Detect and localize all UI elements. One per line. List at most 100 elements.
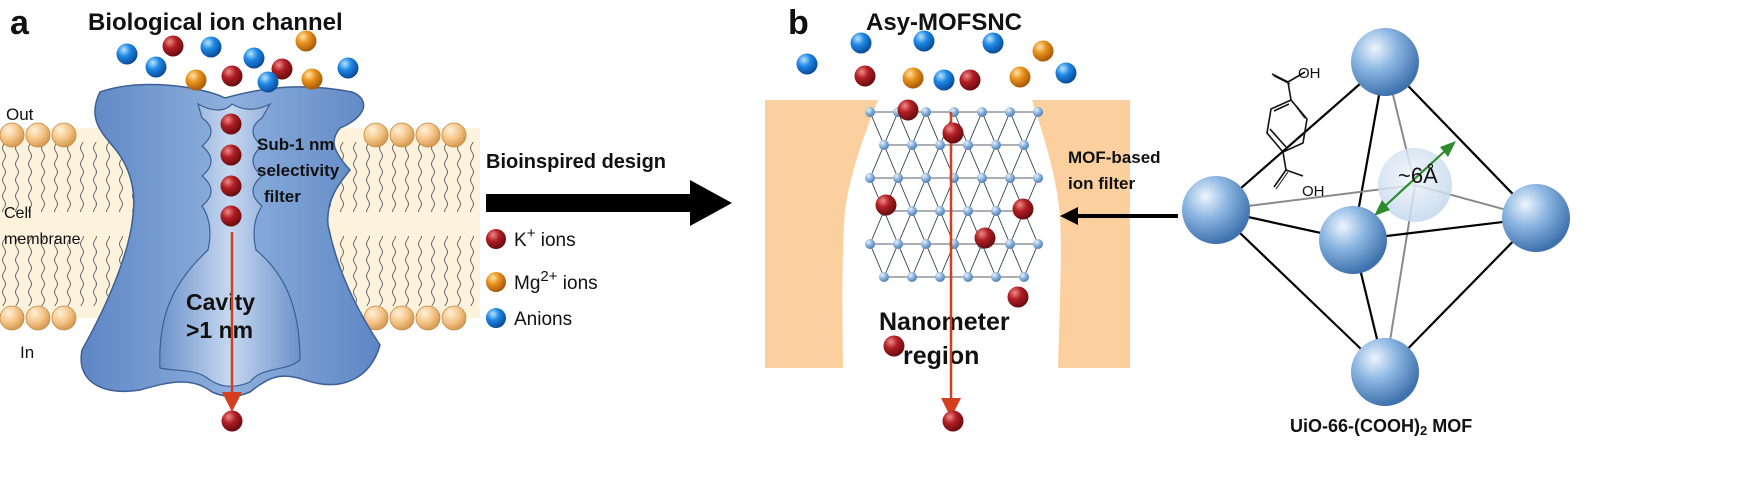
mof-node-left xyxy=(1182,176,1250,244)
mof-structure: ~6Å OH OH UiO-66-(COOH)2 MOF xyxy=(1182,28,1570,438)
lattice-bond xyxy=(981,177,997,212)
lattice-bond xyxy=(967,111,983,146)
k-ion-icon xyxy=(220,113,242,135)
lipid-head xyxy=(0,122,25,148)
lattice-bond xyxy=(869,243,885,278)
lattice-bond xyxy=(1023,111,1039,146)
lattice-node xyxy=(907,140,917,150)
lattice-node xyxy=(907,272,917,282)
lattice-bond xyxy=(911,144,927,179)
anion-icon xyxy=(850,32,872,54)
lattice-bond xyxy=(1009,111,1025,146)
center-section: Bioinspired design K+ ions Mg2+ ions Ani… xyxy=(486,151,732,330)
lipid-head xyxy=(25,305,51,331)
pore-sphere xyxy=(1378,148,1452,222)
lattice-node xyxy=(1033,239,1043,249)
k-ion-icon xyxy=(942,410,964,432)
in-label: In xyxy=(20,343,34,362)
k-ion-icon xyxy=(974,227,996,249)
anion-icon xyxy=(116,43,138,65)
pore-size-label: ~6Å xyxy=(1398,163,1438,188)
lattice-bond xyxy=(925,111,941,146)
lipid-head xyxy=(441,305,467,331)
lattice-node xyxy=(977,173,987,183)
lattice-bond xyxy=(953,177,969,212)
lattice-node xyxy=(907,206,917,216)
k-ion-icon xyxy=(220,205,242,227)
k-ion-icon xyxy=(271,58,293,80)
lattice-bond xyxy=(1023,144,1039,179)
lattice-node xyxy=(865,173,875,183)
k-ion-icon xyxy=(1012,198,1034,220)
membrane-heads-top xyxy=(0,122,467,148)
lattice-bond xyxy=(981,243,997,278)
lattice-node xyxy=(921,239,931,249)
filter-label-3: filter xyxy=(264,187,301,206)
lattice-bond xyxy=(995,144,1011,179)
mg-ion-icon xyxy=(185,69,207,91)
lattice-bond xyxy=(897,144,913,179)
lattice-bond xyxy=(953,243,969,278)
lattice-bond xyxy=(967,144,983,179)
cavity-label-1: Cavity xyxy=(186,289,255,315)
cavity-label-2: >1 nm xyxy=(186,317,253,343)
mof-filter-arrow xyxy=(1060,207,1178,225)
mof-lattice xyxy=(865,107,1043,282)
lattice-bond xyxy=(925,144,941,179)
mg-ion-icon xyxy=(301,68,323,90)
lattice-node xyxy=(935,272,945,282)
lattice-bond xyxy=(911,177,927,212)
lattice-node xyxy=(1033,173,1043,183)
lattice-bond xyxy=(995,210,1011,245)
mg-ion-icon xyxy=(902,67,924,89)
lattice-bond xyxy=(981,144,997,179)
panel-a-letter: a xyxy=(10,4,30,42)
lattice-bond xyxy=(995,243,1011,278)
lattice-node xyxy=(935,140,945,150)
lattice-node xyxy=(893,173,903,183)
anion-icon xyxy=(257,71,279,93)
mg-ion-icon xyxy=(1032,40,1054,62)
lattice-bond xyxy=(897,210,913,245)
legend-anion-label: Anions xyxy=(514,309,572,330)
panel-a-ions xyxy=(116,30,359,432)
k-ion-icon xyxy=(220,175,242,197)
legend-mg-label: Mg2+ ions xyxy=(514,268,598,294)
k-ion-icon xyxy=(221,410,243,432)
mg-ion-icon xyxy=(295,30,317,52)
lattice-bond xyxy=(1009,243,1025,278)
lattice-bond xyxy=(897,177,913,212)
substrate-left xyxy=(765,100,878,368)
anion-icon xyxy=(243,47,265,69)
anion-icon xyxy=(1055,62,1077,84)
cell-membrane-label-2: membrane xyxy=(4,231,81,248)
panel-b: b Asy-MOFSNC Nanometer region MOF-based … xyxy=(765,4,1178,432)
lattice-bond xyxy=(995,111,1011,146)
lattice-bond xyxy=(953,210,969,245)
lipid-head xyxy=(389,122,415,148)
anion-icon xyxy=(145,56,167,78)
lattice-bond xyxy=(911,243,927,278)
k-ion-icon xyxy=(221,65,243,87)
lattice-node xyxy=(977,107,987,117)
pore-size-arrow xyxy=(1374,141,1456,216)
k-ion-icon xyxy=(959,69,981,91)
lattice-node xyxy=(991,206,1001,216)
anion-icon xyxy=(337,57,359,79)
lattice-node xyxy=(865,107,875,117)
lattice-node xyxy=(893,239,903,249)
lattice-node xyxy=(963,272,973,282)
lattice-bond xyxy=(911,210,927,245)
anion-icon xyxy=(933,69,955,91)
lattice-bond xyxy=(925,210,941,245)
legend-anion-icon xyxy=(486,308,506,328)
lipid-head xyxy=(441,122,467,148)
k-ion-icon xyxy=(854,65,876,87)
lattice-node xyxy=(1033,107,1043,117)
lattice-node xyxy=(963,140,973,150)
lipid-head xyxy=(363,122,389,148)
channel-filter-pore xyxy=(159,102,301,387)
lattice-bond xyxy=(897,243,913,278)
cell-membrane-label-1: Cell xyxy=(4,205,32,222)
